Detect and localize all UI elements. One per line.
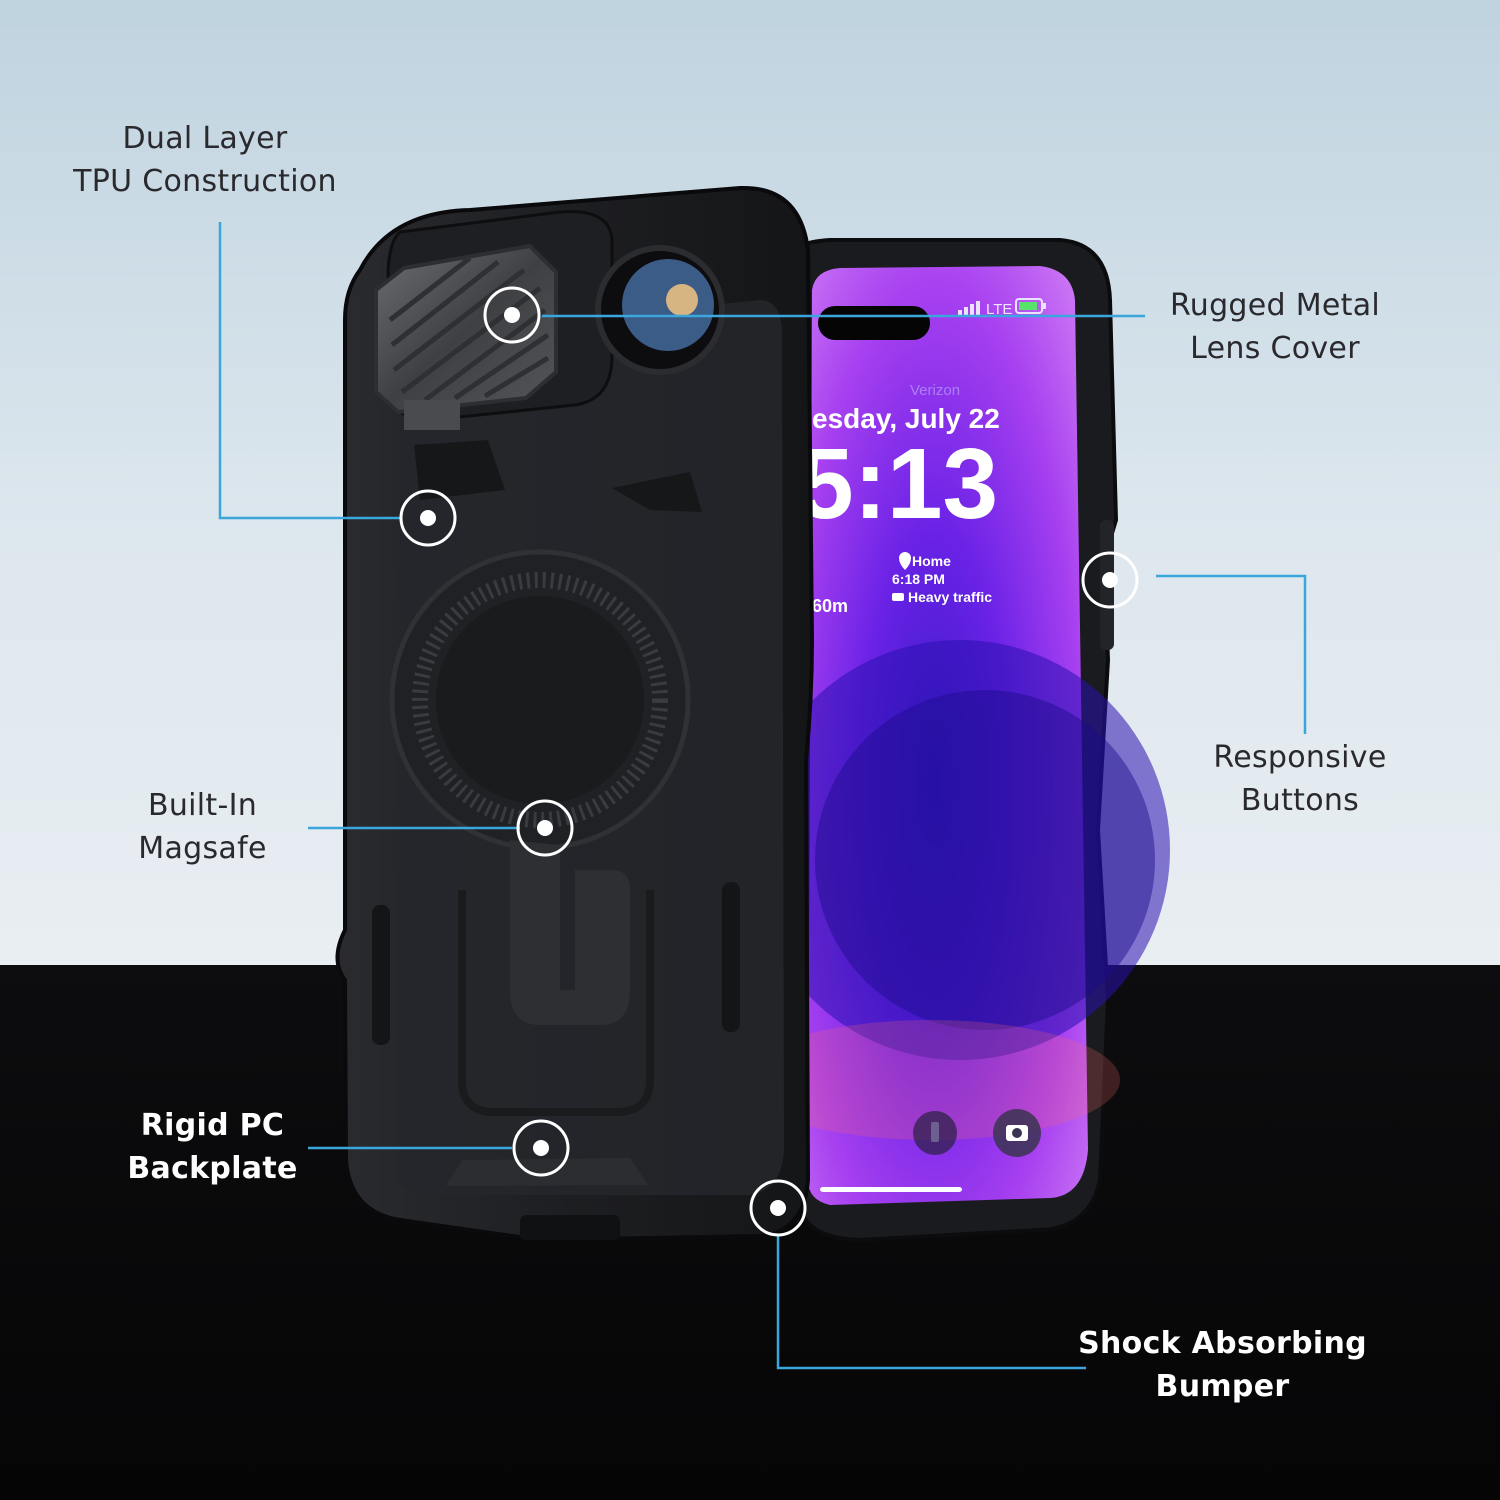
home-indicator bbox=[820, 1187, 962, 1192]
callout-bumper-line2: Bumper bbox=[1155, 1369, 1290, 1404]
callout-lens-cover-line2: Lens Cover bbox=[1190, 331, 1360, 366]
bottom-grille bbox=[446, 1158, 648, 1186]
case-back bbox=[335, 185, 815, 1243]
callout-bumper-line1: Shock Absorbing bbox=[1078, 1326, 1367, 1361]
marker-dual-layer bbox=[399, 489, 457, 547]
location-pin-icon bbox=[899, 552, 911, 570]
callout-line-dual-layer bbox=[218, 222, 402, 520]
callout-dual-layer: Dual Layer TPU Construction bbox=[40, 117, 370, 203]
lockscreen-date: esday, July 22 bbox=[812, 403, 1000, 434]
network-label: LTE bbox=[986, 301, 1012, 318]
metal-lens-cover bbox=[374, 243, 558, 415]
callout-lens-cover: Rugged Metal Lens Cover bbox=[1140, 284, 1410, 370]
callout-magsafe-line1: Built-In bbox=[147, 788, 258, 823]
flashlight-icon[interactable] bbox=[913, 1111, 957, 1155]
callout-bumper: Shock Absorbing Bumper bbox=[1060, 1322, 1385, 1408]
marker-bumper bbox=[749, 1179, 807, 1237]
ring-stand bbox=[510, 840, 630, 1025]
widget-time: 6:18 PM bbox=[892, 571, 945, 587]
marker-lens-cover bbox=[483, 286, 541, 344]
signal-bars-icon bbox=[958, 301, 980, 315]
marker-magsafe bbox=[516, 799, 574, 857]
widget-traffic: Heavy traffic bbox=[908, 589, 992, 605]
marker-responsive bbox=[1081, 551, 1139, 609]
battery-icon bbox=[1015, 298, 1046, 314]
callout-lines bbox=[218, 222, 1307, 1370]
callout-line-responsive bbox=[1156, 574, 1307, 734]
callout-backplate: Rigid PC Backplate bbox=[105, 1104, 320, 1190]
callout-dual-layer-line1: Dual Layer bbox=[122, 121, 288, 156]
lockscreen-time: 5:13 bbox=[798, 428, 998, 540]
callout-responsive: Responsive Buttons bbox=[1180, 736, 1420, 822]
callout-responsive-line1: Responsive bbox=[1213, 740, 1387, 775]
callout-markers bbox=[399, 286, 1139, 1237]
callout-lens-cover-line1: Rugged Metal bbox=[1169, 288, 1381, 323]
dynamic-island bbox=[818, 306, 930, 340]
lens-kickstand bbox=[404, 400, 460, 430]
front-phone: LTE Verizon esday, July 22 5:13 Home 6:1… bbox=[740, 238, 1170, 1243]
marker-backplate bbox=[512, 1119, 570, 1177]
callout-responsive-line2: Buttons bbox=[1240, 783, 1360, 818]
callout-magsafe-line2: Magsafe bbox=[138, 831, 267, 866]
widget-place: Home bbox=[912, 553, 951, 569]
callout-backplate-line2: Backplate bbox=[127, 1151, 298, 1186]
lens-cover-ridges bbox=[388, 256, 550, 402]
callout-dual-layer-line2: TPU Construction bbox=[73, 164, 337, 199]
callout-magsafe: Built-In Magsafe bbox=[100, 784, 305, 870]
widget-side: 60m bbox=[812, 596, 848, 616]
callout-line-bumper bbox=[776, 1236, 1086, 1370]
callout-backplate-line1: Rigid PC bbox=[140, 1108, 285, 1143]
car-icon bbox=[892, 593, 904, 601]
carrier-label: Verizon bbox=[910, 382, 960, 399]
camera-icon[interactable] bbox=[993, 1109, 1041, 1157]
